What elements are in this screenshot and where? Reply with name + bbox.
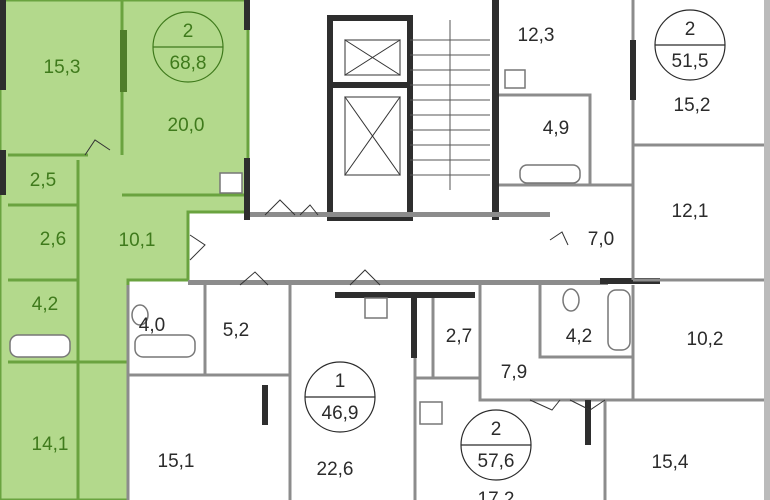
exterior-wall xyxy=(0,0,6,90)
bathtub-icon xyxy=(519,164,581,184)
sink-icon xyxy=(219,172,243,194)
apartment-area: 68,8 xyxy=(170,53,207,74)
room-area: 4,2 xyxy=(32,294,58,315)
room-area: 15,3 xyxy=(44,57,81,78)
sink-icon xyxy=(419,401,443,425)
exterior-wall xyxy=(0,150,6,195)
apartment-area: 51,5 xyxy=(672,51,709,72)
apartment-rooms: 2 xyxy=(685,19,696,40)
sink-icon xyxy=(364,297,388,319)
corridor-wall xyxy=(188,280,608,285)
room-area: 2,7 xyxy=(446,326,472,347)
apartment-area: 46,9 xyxy=(322,403,359,424)
room-area: 4,9 xyxy=(543,118,569,139)
toilet-icon xyxy=(562,288,580,312)
partition-wall xyxy=(411,298,417,358)
room-labels: 15,3 20,0 2,5 2,6 10,1 4,2 14,1 12,3 15,… xyxy=(30,25,724,500)
corridor-wall xyxy=(250,212,550,217)
room-area: 14,1 xyxy=(32,434,69,455)
stair-core xyxy=(327,0,499,221)
room-area: 2,6 xyxy=(40,229,66,250)
apartment-area: 57,6 xyxy=(478,451,515,472)
apartment-rooms: 1 xyxy=(335,371,346,392)
room-area: 17,2 xyxy=(478,489,515,500)
room-area: 4,0 xyxy=(139,315,165,336)
room-area: 12,1 xyxy=(672,201,709,222)
room-area: 4,2 xyxy=(566,326,592,347)
apartment-badge[interactable]: 2 51,5 xyxy=(654,9,726,81)
room-area: 10,1 xyxy=(119,230,156,251)
room-area: 20,0 xyxy=(168,115,205,136)
apartment-badge[interactable]: 1 46,9 xyxy=(304,361,376,433)
room-area: 15,1 xyxy=(158,451,195,472)
room-area: 7,0 xyxy=(588,229,614,250)
partition-wall xyxy=(585,400,591,445)
structural-wall xyxy=(335,292,475,298)
apartment-badge[interactable]: 2 68,8 xyxy=(152,11,224,83)
room-area: 5,2 xyxy=(223,320,249,341)
facade-windows xyxy=(764,0,770,500)
toilet-icon xyxy=(131,304,149,326)
structural-wall xyxy=(600,278,660,284)
sink-icon xyxy=(504,69,526,89)
exterior-wall xyxy=(244,158,250,220)
partition-wall xyxy=(120,30,127,92)
bathtub-icon xyxy=(9,334,71,358)
bathroom-fixtures xyxy=(9,69,631,425)
exterior-wall xyxy=(244,0,250,30)
apartment-badge[interactable]: 2 57,6 xyxy=(460,409,532,481)
room-area: 15,4 xyxy=(652,452,689,473)
partition-wall xyxy=(262,385,268,425)
room-area: 12,3 xyxy=(518,25,555,46)
apartment-rooms: 2 xyxy=(183,21,194,42)
bathtub-icon xyxy=(134,334,196,358)
door-swings xyxy=(84,139,606,411)
partition-wall xyxy=(630,40,636,100)
room-area: 10,2 xyxy=(687,329,724,350)
room-area: 7,9 xyxy=(501,362,527,383)
apartment-rooms: 2 xyxy=(491,419,502,440)
room-area: 22,6 xyxy=(317,459,354,480)
room-area: 2,5 xyxy=(30,170,56,191)
room-area: 15,2 xyxy=(674,95,711,116)
bathtub-icon xyxy=(607,289,631,351)
